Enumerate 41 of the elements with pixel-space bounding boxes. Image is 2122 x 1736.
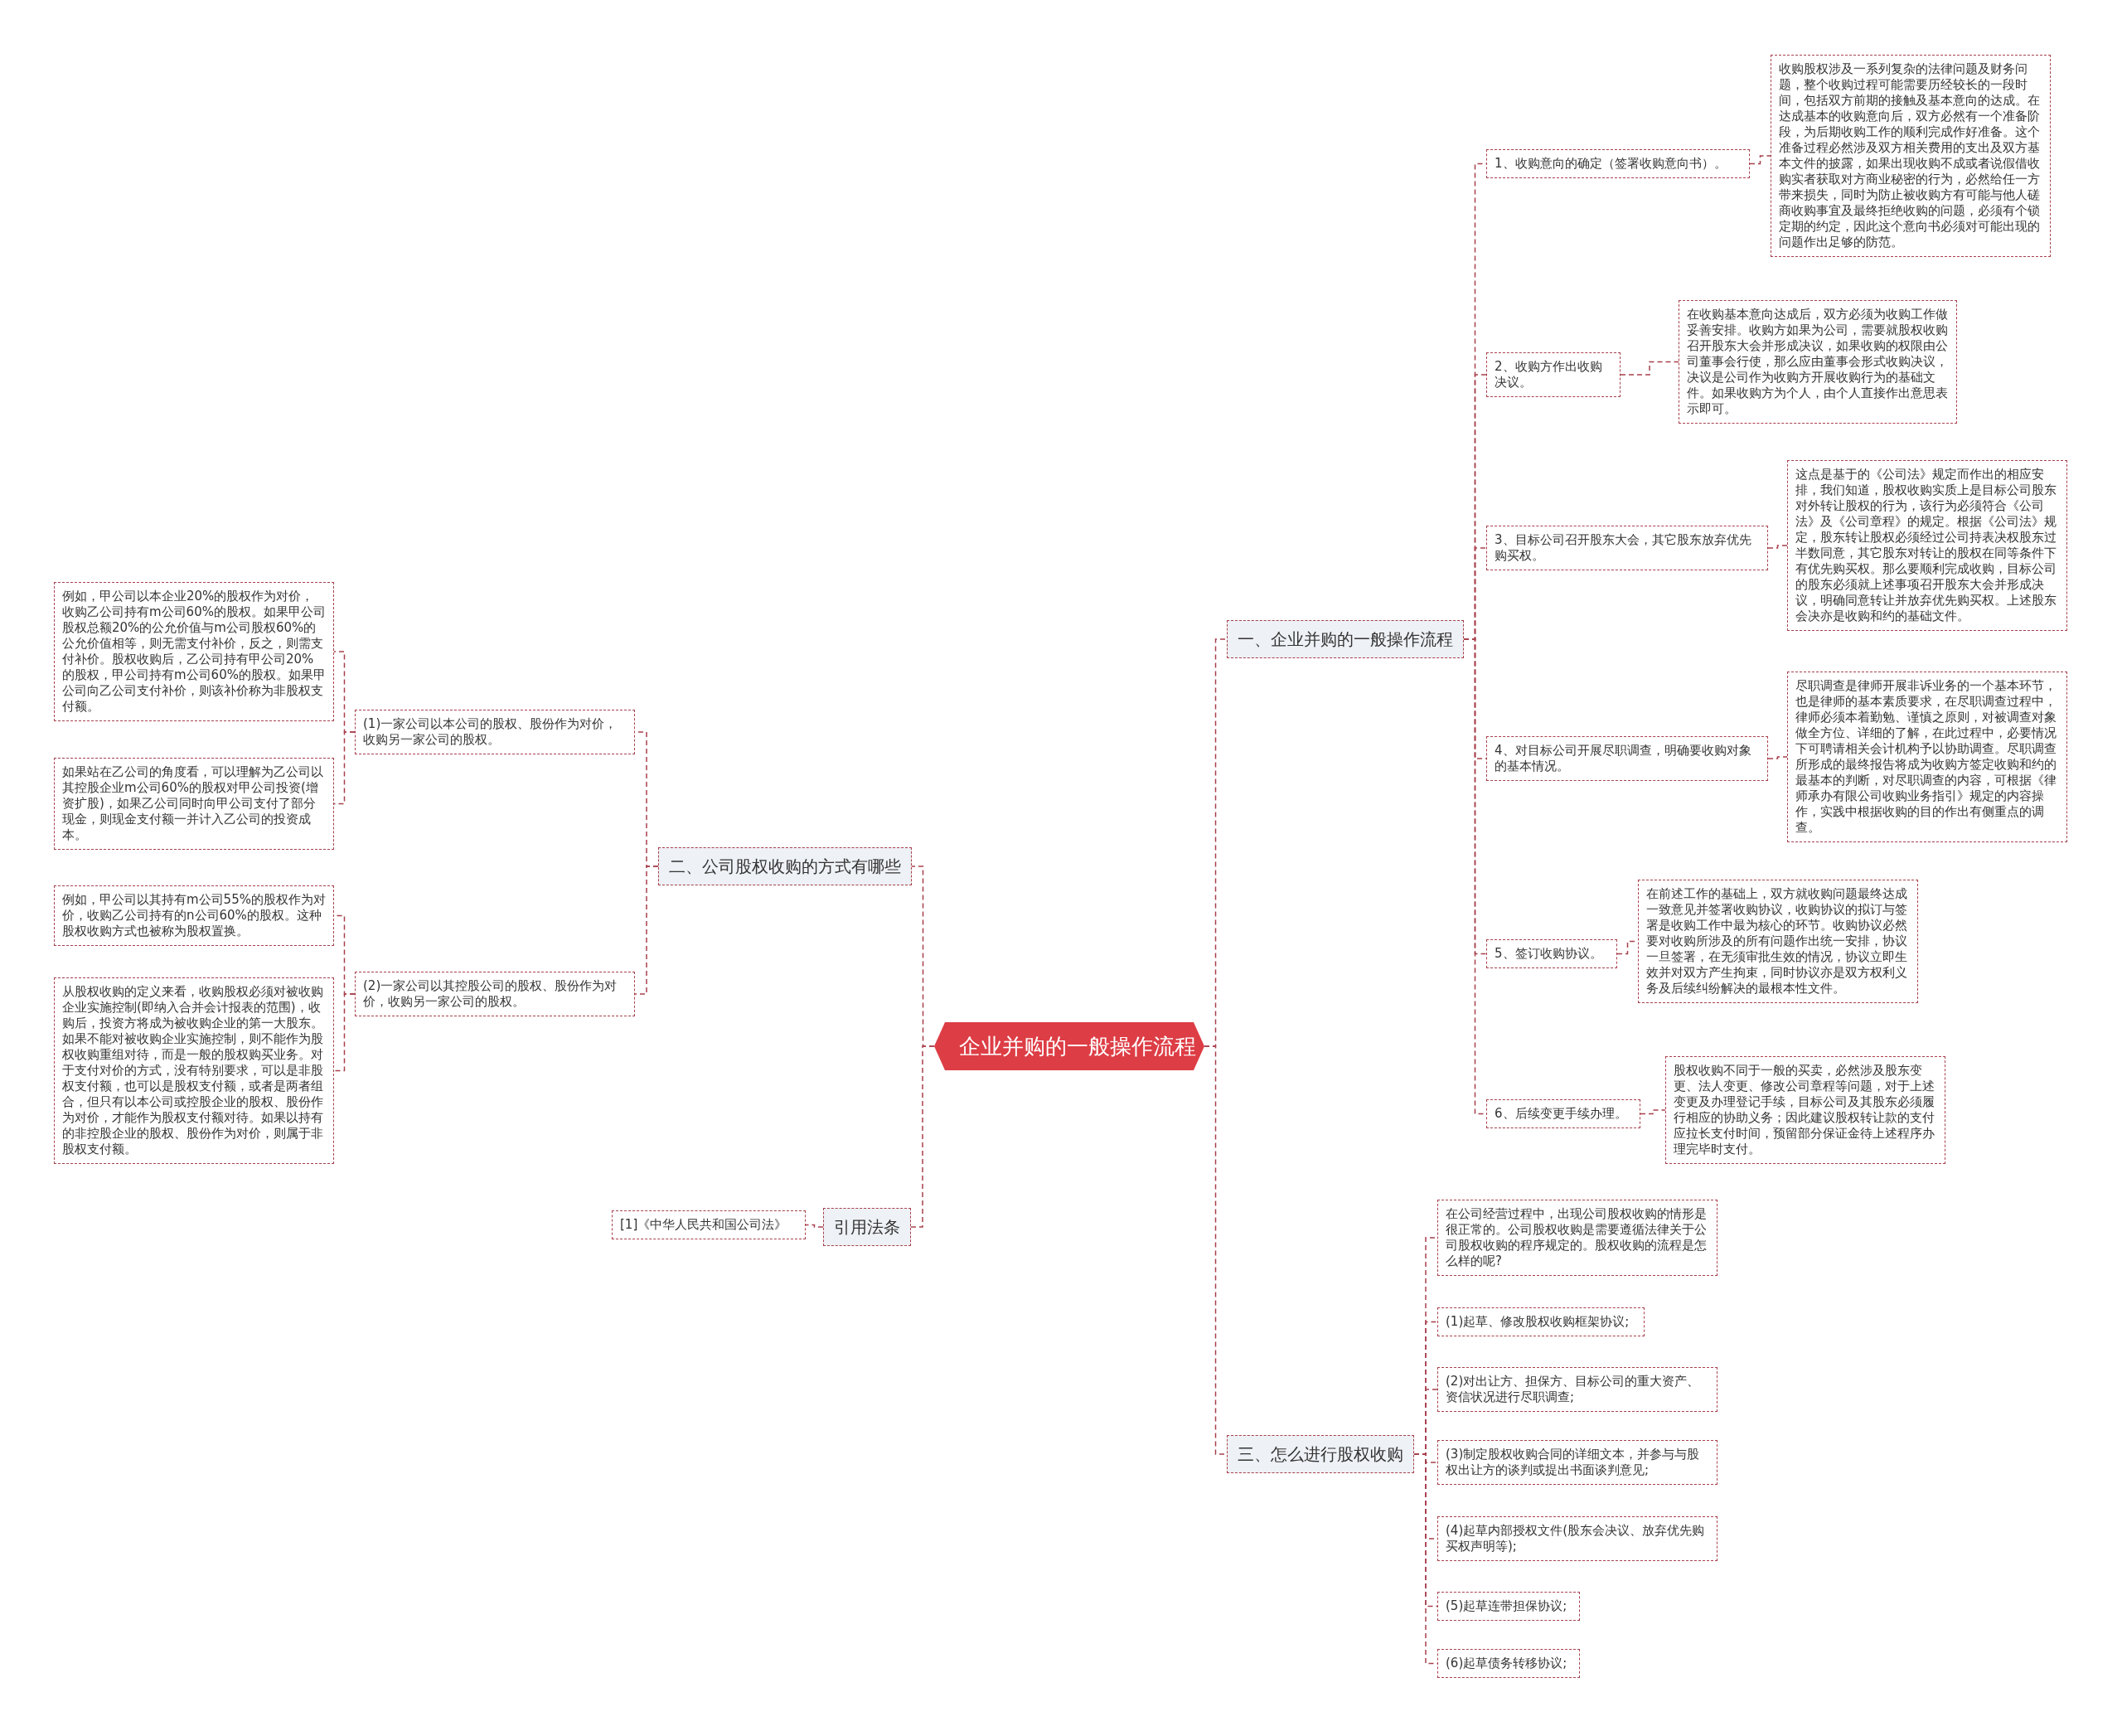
text-box: 这点是基于的《公司法》规定而作出的相应安排，我们知道，股权收购实质上是目标公司股东对外转让股权的行为，该行为必须符合《公司法》及《公司章程》的规定。根据《公司法》规定，股东转让股权必须经过公司持表决权股东过半数同意，其它股东对转让的股权在同等条件下有优先购买权。那么要顺利完成收购，目标公司的股东必须就上述事项召开股东大会并形成决议，明确同意转让并放弃优先购买权。上述股东会决亦是收购和约的基础文件。 xyxy=(1787,460,2067,631)
text-box: 股权收购不同于一般的买卖，必然涉及股东变更、法人变更、修改公司章程等问题，对于上述变更及办理登记手续，目标公司及其股东必须履行相应的协助义务；因此建议股权转让款的支付应拉长支付时间，预留部分保证金待上述程序办理完毕时支付。 xyxy=(1665,1056,1945,1164)
text-box: 6、后续变更手续办理。 xyxy=(1486,1099,1640,1128)
text-box: 例如，甲公司以本企业20%的股权作为对价，收购乙公司持有m公司60%的股权。如果甲公司股权总额20%的公允价值与m公司股权60%的公允价值相等，则无需支付补价，反之，则需支付补价。股权收购后，乙公司持有甲公司20%的股权，甲公司持有m公司60%的股权。如果甲公司向乙公司支付补价，则该补价称为非股权支付额。 xyxy=(54,582,334,721)
connector-line xyxy=(1749,155,1771,165)
topic-box: 一、企业并购的一般操作流程 xyxy=(1227,620,1464,658)
text-box: (2)对出让方、担保方、目标公司的重大资产、资信状况进行尽职调查; xyxy=(1437,1367,1717,1412)
connector-line xyxy=(333,731,356,805)
connector-line xyxy=(910,1045,935,1228)
text-box: 在公司经营过程中，出现公司股权收购的情形是很正常的。公司股权收购是需要遵循法律关于公司股权收购的程序规定的。股权收购的流程是怎么样的呢? xyxy=(1437,1200,1717,1276)
text-box: 从股权收购的定义来看，收购股权必须对被收购企业实施控制(即纳入合并会计报表的范围)，收购后，投资方将成为被收购企业的第一大股东。如果不能对被收购企业实施控制，则不能作为股权收购重组对待，而是一般的股权购买业务。对于支付对价的方式，没有特别要求，可以是非股权支付额，也可以是股权支付额，或者是两者组合，但只有以本公司或控股企业的股权、股份作为对价，才能作为股权支付额对待。如果以持有的非控股企业的股权、股份作为对价，则属于非股权支付额。 xyxy=(54,977,334,1164)
text-box: (4)起草内部授权文件(股东会决议、放弃优先购买权声明等); xyxy=(1437,1516,1717,1561)
text-box: (2)一家公司以其控股公司的股权、股份作为对价，收购另一家公司的股权。 xyxy=(355,972,635,1016)
topic-box: 二、公司股权收购的方式有哪些 xyxy=(658,847,912,885)
topic-box: 引用法条 xyxy=(823,1208,911,1246)
text-box: (3)制定股权收购合同的详细文本，并参与与股权出让方的谈判或提出书面谈判意见; xyxy=(1437,1440,1717,1485)
text-box: 尽职调查是律师开展非诉业务的一个基本环节，也是律师的基本素质要求，在尽职调查过程中，律师必须本着勤勉、谨慎之原则，对被调查对象做全方位、详细的了解，在此过程中，必要情况下可聘请相关会计机构予以协助调查。尽职调查所形成的最终报告将成为收购方签定收购和约的最基本的判断，对尽职调查的内容，可根据《律师承办有限公司收购业务指引》规定的内容操作，实践中根据收购的目的作出有侧重点的调查。 xyxy=(1787,672,2067,842)
text-box: 在收购基本意向达成后，双方必须为收购工作做妥善安排。收购方如果为公司，需要就股权收购召开股东大会并形成决议，如果收购的权限由公司董事会行使，那么应由董事会形式收购决议，决议是公司作为收购方开展收购行为的基础文件。如果收购方为个人，由个人直接作出意思表示即可。 xyxy=(1679,300,1957,424)
text-box: 2、收购方作出收购决议。 xyxy=(1486,352,1621,397)
connector-line xyxy=(1620,361,1679,376)
text-box: 如果站在乙公司的角度看，可以理解为乙公司以其控股企业m公司60%的股权对甲公司投资(增资扩股)，如果乙公司同时向甲公司支付了部分现金，则现金支付额一并计入乙公司的投资成本。 xyxy=(54,758,334,850)
text-box: 例如，甲公司以其持有m公司55%的股权作为对价，收购乙公司持有的n公司60%的股权。这种股权收购方式也被称为股权置换。 xyxy=(54,885,334,946)
text-box: 3、目标公司召开股东大会，其它股东放弃优先购买权。 xyxy=(1486,526,1768,570)
connector-line xyxy=(1640,1109,1666,1115)
text-box: 1、收购意向的确定（签署收购意向书）。 xyxy=(1486,149,1750,178)
topic-box: 三、怎么进行股权收购 xyxy=(1227,1435,1414,1473)
connector-line xyxy=(333,993,356,1072)
text-box: 5、签订收购协议。 xyxy=(1486,939,1617,968)
text-box: 在前述工作的基础上，双方就收购问题最终达成一致意见并签署收购协议，收购协议的拟订与签署是收购工作中最为核心的环节。收购协议必然要对收购所涉及的所有问题作出统一安排，协议一旦签署，在无须审批生效的情况，协议立即生效并对双方产生拘束，同时协议亦是双方权利义务及后续纠纷解决的最根本性文件。 xyxy=(1638,880,1918,1003)
text-box: (6)起草债务转移协议; xyxy=(1437,1649,1580,1678)
text-box: 4、对目标公司开展尽职调查，明确要收购对象的基本情况。 xyxy=(1486,736,1768,781)
connector-line xyxy=(634,866,659,995)
connector-line xyxy=(805,1224,824,1228)
text-box: (1)起草、修改股权收购框架协议; xyxy=(1437,1307,1645,1336)
text-box: (5)起草连带担保协议; xyxy=(1437,1592,1580,1621)
text-box: 收购股权涉及一系列复杂的法律问题及财务问题，整个收购过程可能需要历经较长的一段时间，包括双方前期的接触及基本意向的达成。在达成基本的收购意向后，双方必然有一个准备阶段，为后期收购工作的顺利完成作好准备。这个准备过程必然涉及双方相关费用的支出及双方基本文件的披露，如果出现收购不成或者说假借收购实者获取对方商业秘密的行为，必然给任一方带来损失，同时为防止被收购方有可能与他人磋商收购事宜及最终拒绝收购的问题，必须有个锁定期的约定，因此这个意向书必须对可能出现的问题作出足够的防范。 xyxy=(1771,55,2051,257)
text-box: (1)一家公司以本公司的股权、股份作为对价，收购另一家公司的股权。 xyxy=(355,710,635,754)
text-box: [1]《中华人民共和国公司法》 xyxy=(612,1210,806,1239)
central-topic: 企业并购的一般操作流程 xyxy=(934,1022,1204,1070)
connector-line xyxy=(1767,756,1788,759)
connector-line xyxy=(1767,545,1788,549)
